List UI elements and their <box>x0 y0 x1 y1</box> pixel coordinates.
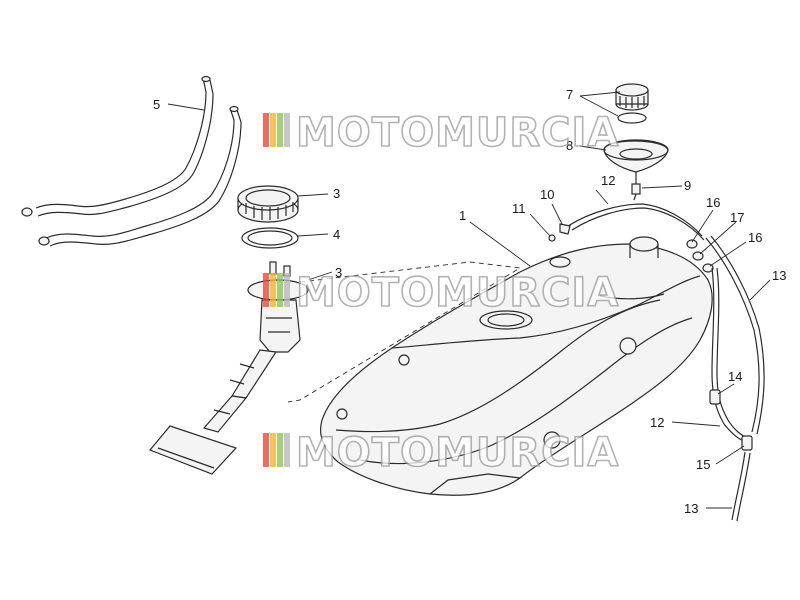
callout-16-upper: 16 <box>706 195 720 210</box>
part-5-hoses <box>21 75 242 247</box>
callout-labels: 5 3 4 3 1 7 8 9 10 11 12 12 13 13 14 15 … <box>153 87 786 516</box>
callout-4: 4 <box>333 227 340 242</box>
watermark-middle: MOTOMURCIA <box>263 269 619 317</box>
part-7-filler-cap <box>615 83 649 124</box>
callout-5: 5 <box>153 97 160 112</box>
callout-1: 1 <box>459 208 466 223</box>
leader-lines <box>167 91 771 509</box>
callout-9: 9 <box>684 178 691 193</box>
part-3-ring-nut <box>237 185 299 223</box>
callout-17: 17 <box>730 210 744 225</box>
part-14-filter <box>709 389 721 405</box>
part-4-gasket <box>241 227 299 249</box>
part-9-fitting <box>631 183 641 201</box>
watermark-bottom: MOTOMURCIA <box>263 429 619 477</box>
callout-15: 15 <box>696 457 710 472</box>
callout-12-lower: 12 <box>650 415 664 430</box>
watermark-text-bottom: MOTOMURCIA <box>296 430 619 476</box>
watermark-top: MOTOMURCIA <box>263 109 619 157</box>
watermark-text-top: MOTOMURCIA <box>296 110 619 156</box>
part-13-drain-hose <box>705 235 765 522</box>
part-12-lower-hose <box>711 267 749 443</box>
callout-12-upper: 12 <box>601 173 615 188</box>
callout-8: 8 <box>566 138 573 153</box>
part-10-clamp <box>559 223 571 235</box>
part-12-upper-hose <box>567 203 705 241</box>
part-1-fuel-tank <box>319 236 713 496</box>
callout-14: 14 <box>728 369 742 384</box>
callout-10: 10 <box>540 187 554 202</box>
callout-13-upper: 13 <box>772 268 786 283</box>
callout-16-lower: 16 <box>748 230 762 245</box>
callout-3-secondary: 3 <box>335 265 342 280</box>
part-15-connector <box>741 435 753 451</box>
callout-3: 3 <box>333 186 340 201</box>
part-16-clamp-upper <box>686 239 698 249</box>
callout-7: 7 <box>566 87 573 102</box>
callout-11: 11 <box>512 201 526 216</box>
watermark-text-middle: MOTOMURCIA <box>296 270 619 316</box>
callout-13-lower: 13 <box>684 501 698 516</box>
part-11-clip <box>548 234 556 242</box>
